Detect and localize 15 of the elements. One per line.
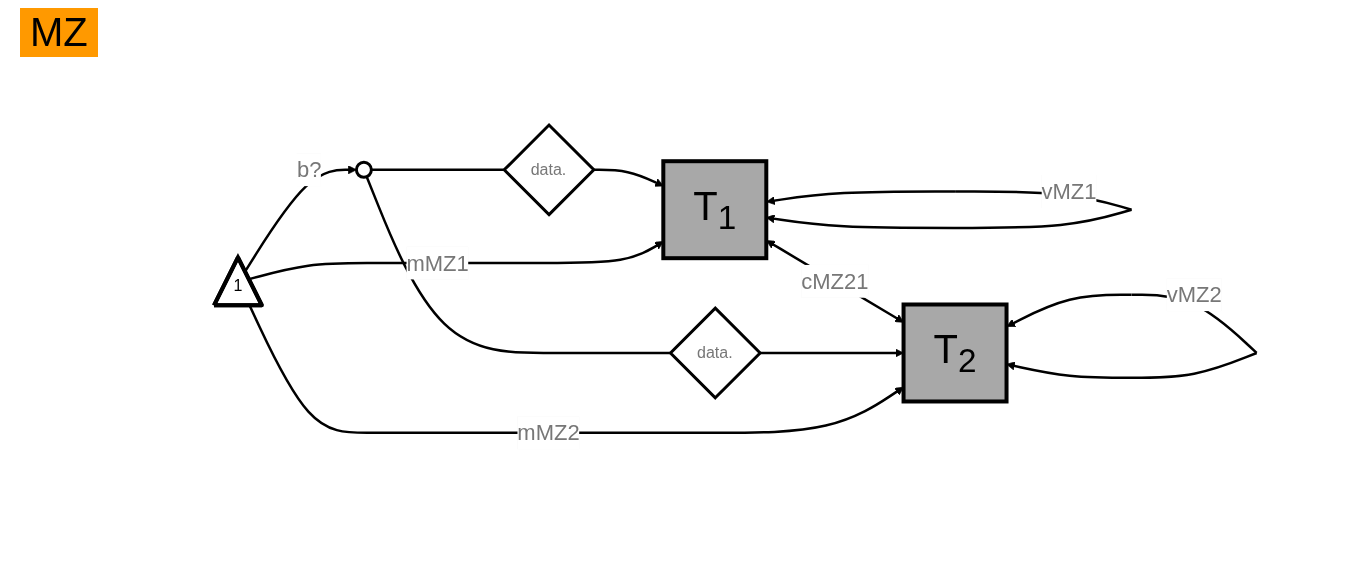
edge-label: cMZ21 bbox=[800, 269, 869, 295]
connector bbox=[371, 168, 504, 172]
title: MZ bbox=[20, 8, 98, 57]
edge-label: b? bbox=[296, 157, 321, 183]
edge-label: vMZ2 bbox=[1166, 282, 1222, 308]
edge-label: mMZ1 bbox=[406, 250, 469, 276]
edge-label: mMZ2 bbox=[516, 420, 580, 446]
node-box: T$_{2}$ bbox=[901, 302, 1009, 404]
edge-label: vMZ1 bbox=[1041, 179, 1097, 205]
connector bbox=[365, 176, 670, 355]
node-diamond: data. bbox=[501, 123, 596, 218]
node-circle bbox=[354, 161, 373, 180]
node-box: T$_{1}$ bbox=[660, 159, 768, 261]
node-diamond: data. bbox=[668, 306, 762, 401]
arrow bbox=[243, 165, 357, 273]
